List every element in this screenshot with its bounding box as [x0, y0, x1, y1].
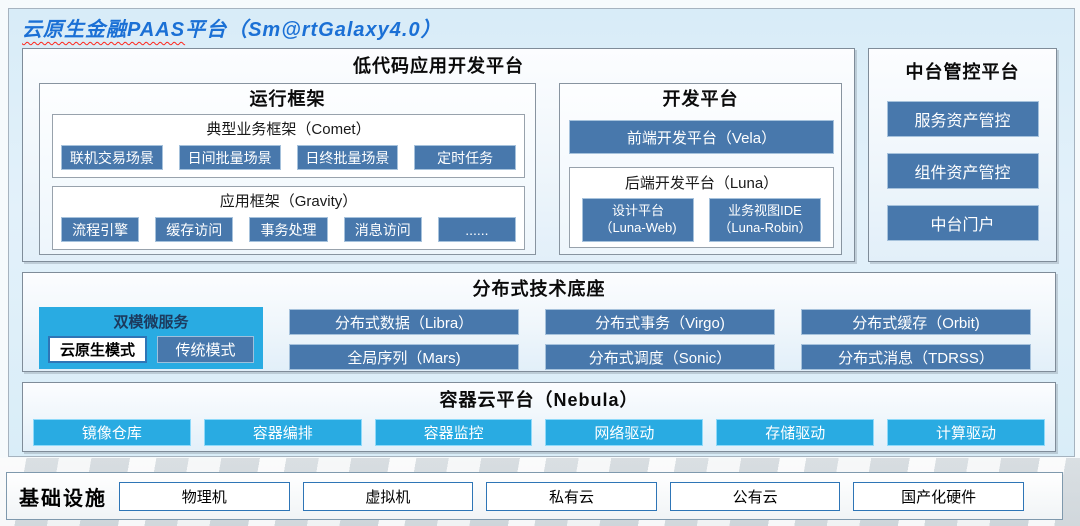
container-cloud-title: 容器云平台（Nebula）: [439, 390, 639, 410]
infra-physical-machine: 物理机: [119, 481, 290, 511]
chip-component-asset-mgmt: 组件资产管控: [886, 153, 1039, 189]
gravity-app-framework-box: 应用框架（Gravity） 流程引擎 缓存访问 事务处理 消息访问 ......: [52, 186, 525, 250]
middle-platform-mgmt-panel: 中台管控平台 服务资产管控 组件资产管控 中台门户: [868, 48, 1057, 262]
distributed-tech-base-panel: 分布式技术底座 双模微服务 云原生模式 传统模式 分布式数据（Libra） 全局…: [22, 272, 1056, 372]
chip-container-orchestration: 容器编排: [203, 419, 362, 446]
chip-transaction-processing: 事务处理: [249, 217, 328, 242]
luna-web-line1: 设计平台: [611, 203, 664, 219]
luna-backend-platform-box: 后端开发平台（Luna） 设计平台 （Luna-Web) 业务视图IDE （Lu…: [569, 167, 834, 248]
lowcode-panel-title: 低代码应用开发平台: [353, 56, 524, 76]
dual-mode-microservice-box: 双模微服务 云原生模式 传统模式: [39, 307, 263, 369]
chip-traditional-mode: 传统模式: [157, 336, 254, 363]
infrastructure-box-row: 物理机 虚拟机 私有云 公有云 国产化硬件: [119, 481, 1024, 511]
dual-mode-row: 云原生模式 传统模式: [39, 332, 263, 363]
chip-network-driver: 网络驱动: [545, 419, 704, 446]
chip-more-ellipsis: ......: [437, 217, 517, 242]
chip-distributed-cache-orbit: 分布式缓存（Orbit): [801, 309, 1031, 335]
chip-distributed-message-tdrss: 分布式消息（TDRSS）: [801, 344, 1031, 370]
infra-public-cloud: 公有云: [669, 481, 841, 511]
chip-global-sequence-mars: 全局序列（Mars): [289, 344, 519, 370]
dev-platform-title: 开发平台: [662, 89, 739, 109]
infrastructure-panel: 基础设施 物理机 虚拟机 私有云 公有云 国产化硬件: [6, 472, 1063, 520]
page-title: 云原生金融PAAS平台（Sm@rtGalaxy4.0）: [22, 13, 442, 42]
chip-design-platform-luna-web: 设计平台 （Luna-Web): [582, 198, 694, 242]
luna-chip-row: 设计平台 （Luna-Web) 业务视图IDE （Luna-Robin）: [570, 193, 833, 242]
chip-middle-platform-portal: 中台门户: [886, 205, 1039, 241]
distributed-column-1: 分布式数据（Libra） 全局序列（Mars): [289, 309, 519, 370]
distributed-column-3: 分布式缓存（Orbit) 分布式消息（TDRSS）: [801, 309, 1031, 370]
infra-private-cloud: 私有云: [486, 481, 657, 511]
chip-distributed-scheduling-sonic: 分布式调度（Sonic）: [545, 344, 775, 370]
chip-frontend-platform-vela: 前端开发平台（Vela）: [569, 120, 834, 154]
runtime-framework-title: 运行框架: [249, 89, 326, 109]
chip-distributed-transaction-virgo: 分布式事务（Virgo): [545, 309, 775, 335]
distributed-column-2: 分布式事务（Virgo) 分布式调度（Sonic）: [545, 309, 775, 370]
chip-business-view-ide-luna-robin: 业务视图IDE （Luna-Robin）: [709, 198, 821, 242]
chip-image-registry: 镜像仓库: [33, 419, 191, 446]
luna-box-label: 后端开发平台（Luna）: [624, 175, 779, 192]
container-cloud-chip-row: 镜像仓库 容器编排 容器监控 网络驱动 存储驱动 计算驱动: [23, 419, 1055, 446]
chip-process-engine: 流程引擎: [61, 217, 140, 242]
comet-chip-row: 联机交易场景 日间批量场景 日终批量场景 定时任务: [53, 139, 524, 170]
gravity-box-label: 应用框架（Gravity）: [219, 193, 358, 210]
comet-business-framework-box: 典型业务框架（Comet） 联机交易场景 日间批量场景 日终批量场景 定时任务: [52, 114, 525, 178]
chip-daytime-batch-scene: 日间批量场景: [178, 145, 281, 170]
chip-distributed-data-libra: 分布式数据（Libra）: [289, 309, 519, 335]
dual-mode-title: 双模微服务: [113, 314, 189, 331]
gravity-chip-row: 流程引擎 缓存访问 事务处理 消息访问 ......: [53, 211, 524, 242]
infra-domestic-hardware: 国产化硬件: [853, 481, 1024, 511]
chip-message-access: 消息访问: [343, 217, 422, 242]
page-title-spellcheck-segment: 云原生金融PAAS: [22, 19, 186, 41]
chip-eod-batch-scene: 日终批量场景: [296, 145, 399, 170]
chip-storage-driver: 存储驱动: [716, 419, 875, 446]
chip-container-monitoring: 容器监控: [374, 419, 533, 446]
runtime-framework-panel: 运行框架 典型业务框架（Comet） 联机交易场景 日间批量场景 日终批量场景 …: [39, 83, 536, 255]
infrastructure-label: 基础设施: [19, 487, 107, 510]
lowcode-dev-platform-panel: 低代码应用开发平台 运行框架 典型业务框架（Comet） 联机交易场景 日间批量…: [22, 48, 855, 262]
page-title-rest: 平台（Sm@rtGalaxy4.0）: [185, 19, 442, 41]
comet-box-label: 典型业务框架（Comet）: [206, 121, 371, 138]
luna-web-line2: （Luna-Web): [599, 220, 677, 235]
distributed-panel-title: 分布式技术底座: [472, 279, 606, 299]
chip-cloud-native-mode: 云原生模式: [48, 336, 147, 363]
container-cloud-panel: 容器云平台（Nebula） 镜像仓库 容器编排 容器监控 网络驱动 存储驱动 计…: [22, 382, 1056, 452]
infra-virtual-machine: 虚拟机: [302, 481, 474, 511]
chip-cache-access: 缓存访问: [155, 217, 234, 242]
distributed-row: 双模微服务 云原生模式 传统模式 分布式数据（Libra） 全局序列（Mars)…: [23, 307, 1055, 370]
middle-platform-chip-column: 服务资产管控 组件资产管控 中台门户: [869, 101, 1056, 241]
dev-platform-panel: 开发平台 前端开发平台（Vela） 后端开发平台（Luna） 设计平台 （Lun…: [559, 83, 842, 255]
luna-robin-line1: 业务视图IDE: [728, 203, 802, 219]
chip-service-asset-mgmt: 服务资产管控: [886, 101, 1039, 137]
luna-robin-line2: （Luna-Robin）: [718, 220, 812, 235]
chip-online-trading-scene: 联机交易场景: [61, 145, 163, 170]
chip-scheduled-task: 定时任务: [414, 145, 516, 170]
middle-platform-title: 中台管控平台: [905, 62, 1020, 82]
chip-compute-driver: 计算驱动: [887, 419, 1045, 446]
